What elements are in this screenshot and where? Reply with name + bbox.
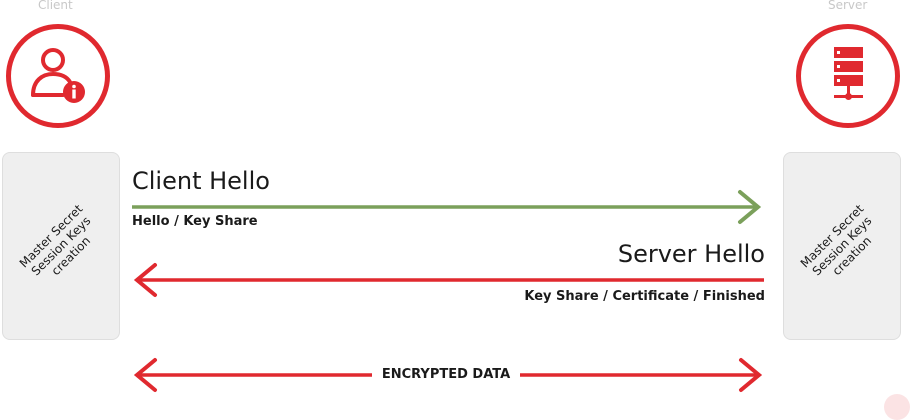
client-hello-subtitle: Hello / Key Share [132, 214, 258, 229]
server-hello-subtitle: Key Share / Certificate / Finished [524, 289, 765, 304]
client-hello-arrow [132, 190, 762, 224]
encrypted-data-label: ENCRYPTED DATA [372, 367, 520, 382]
server-key-box: Master Secret Session Keys creation [783, 152, 901, 340]
user-info-icon [31, 48, 85, 103]
server-icon-circle [796, 24, 900, 128]
client-label: Client [38, 0, 73, 12]
server-hello-arrow [133, 263, 764, 297]
server-stack-icon [834, 47, 863, 100]
client-icon-circle [6, 24, 110, 128]
watermark-logo [884, 394, 910, 420]
client-key-box: Master Secret Session Keys creation [2, 152, 120, 340]
server-hello-title: Server Hello [617, 240, 765, 268]
client-hello-title: Client Hello [132, 167, 270, 195]
server-label: Server [828, 0, 868, 12]
